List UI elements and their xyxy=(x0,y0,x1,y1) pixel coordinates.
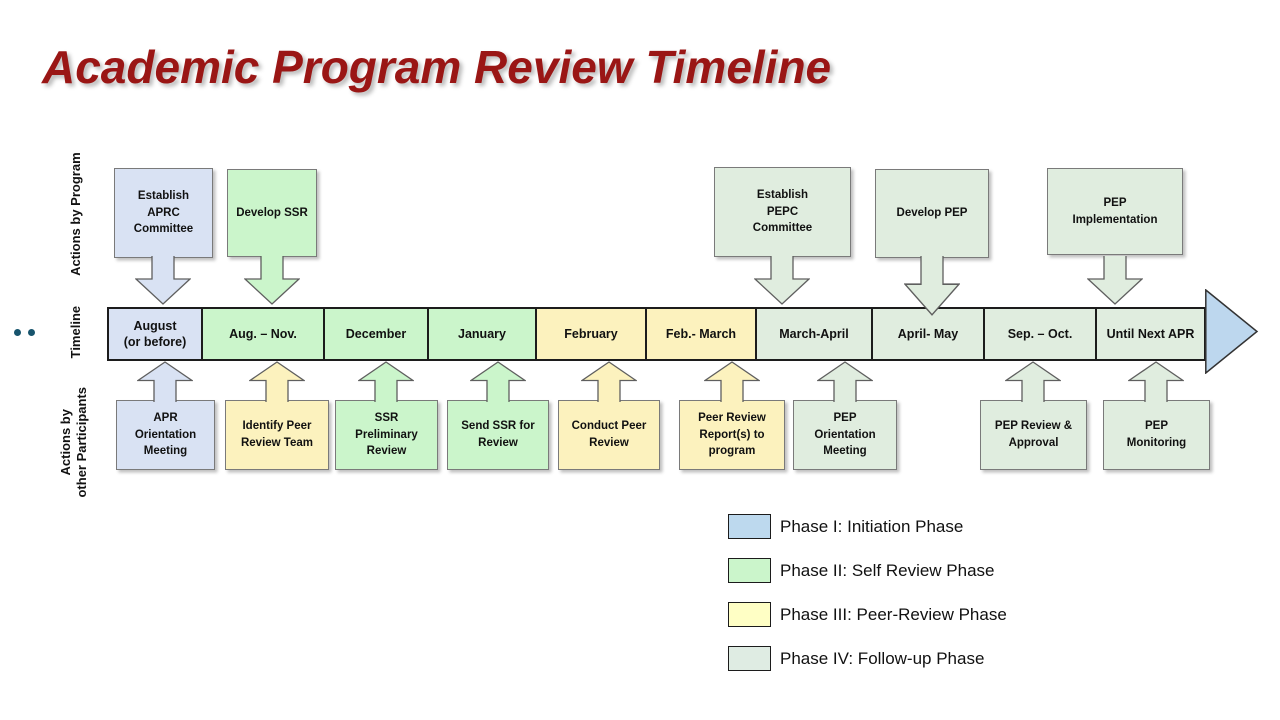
down-arrow-icon xyxy=(1087,256,1143,305)
action-box-pep-orientation-meeting: PEP Orientation Meeting xyxy=(793,400,897,470)
action-box-pep-implementation: PEP Implementation xyxy=(1047,168,1183,255)
up-arrow-icon xyxy=(249,361,305,402)
page-title: Academic Program Review Timeline xyxy=(42,41,832,93)
action-box-establish-pepc-committee: Establish PEPC Committee xyxy=(714,167,851,257)
timeline-segment: December xyxy=(323,307,429,361)
legend-item: Phase I: Initiation Phase xyxy=(728,514,963,539)
legend-swatch-phase3 xyxy=(728,602,771,627)
up-arrow-icon xyxy=(1005,361,1061,402)
action-box-develop-pep: Develop PEP xyxy=(875,169,989,258)
legend-swatch-phase2 xyxy=(728,558,771,583)
action-box-apr-orientation-meeting: APR Orientation Meeting xyxy=(116,400,215,470)
legend-item: Phase II: Self Review Phase xyxy=(728,558,995,583)
timeline-segment: Aug. – Nov. xyxy=(201,307,325,361)
action-box-pep-review-approval: PEP Review & Approval xyxy=(980,400,1087,470)
timeline-segment: Feb.- March xyxy=(645,307,757,361)
timeline-arrowhead-icon xyxy=(1205,289,1259,374)
timeline-segment: January xyxy=(427,307,537,361)
action-box-ssr-preliminary-review: SSR Preliminary Review xyxy=(335,400,438,470)
bullet-dot xyxy=(14,329,21,336)
legend-item: Phase IV: Follow-up Phase xyxy=(728,646,984,671)
legend-label: Phase I: Initiation Phase xyxy=(780,516,964,536)
timeline-segment: April- May xyxy=(871,307,985,361)
legend-label: Phase III: Peer-Review Phase xyxy=(780,604,1007,624)
action-box-develop-ssr: Develop SSR xyxy=(227,169,317,257)
up-arrow-icon xyxy=(137,361,193,402)
up-arrow-icon xyxy=(704,361,760,402)
up-arrow-icon xyxy=(817,361,873,402)
up-arrow-icon xyxy=(358,361,414,402)
timeline-segment: February xyxy=(535,307,647,361)
legend-label: Phase IV: Follow-up Phase xyxy=(780,648,985,668)
down-arrow-icon xyxy=(244,256,300,305)
action-box-identify-peer-review-team: Identify Peer Review Team xyxy=(225,400,329,470)
action-box-conduct-peer-review: Conduct Peer Review xyxy=(558,400,660,470)
timeline-bar: August (or before) Aug. – Nov. December … xyxy=(107,307,1206,361)
down-arrow-icon xyxy=(135,256,191,305)
action-box-peer-review-reports-to-program: Peer Review Report(s) to program xyxy=(679,400,785,470)
timeline-segment: August (or before) xyxy=(107,307,203,361)
action-box-send-ssr-for-review: Send SSR for Review xyxy=(447,400,549,470)
legend-label: Phase II: Self Review Phase xyxy=(780,560,995,580)
side-label-actions-by-other-participants: Actions by other Participants xyxy=(57,386,89,498)
up-arrow-icon xyxy=(1128,361,1184,402)
legend-swatch-phase1 xyxy=(728,514,771,539)
timeline-segment: Sep. – Oct. xyxy=(983,307,1097,361)
down-arrow-icon xyxy=(754,256,810,305)
up-arrow-icon xyxy=(581,361,637,402)
bullet-dot xyxy=(28,329,35,336)
timeline-segment: Until Next APR xyxy=(1095,307,1206,361)
legend-swatch-phase4 xyxy=(728,646,771,671)
action-box-pep-monitoring: PEP Monitoring xyxy=(1103,400,1210,470)
timeline-segment: March-April xyxy=(755,307,873,361)
action-box-establish-aprc-committee: Establish APRC Committee xyxy=(114,168,213,258)
legend-item: Phase III: Peer-Review Phase xyxy=(728,602,1007,627)
up-arrow-icon xyxy=(470,361,526,402)
down-arrow-icon xyxy=(904,256,960,316)
